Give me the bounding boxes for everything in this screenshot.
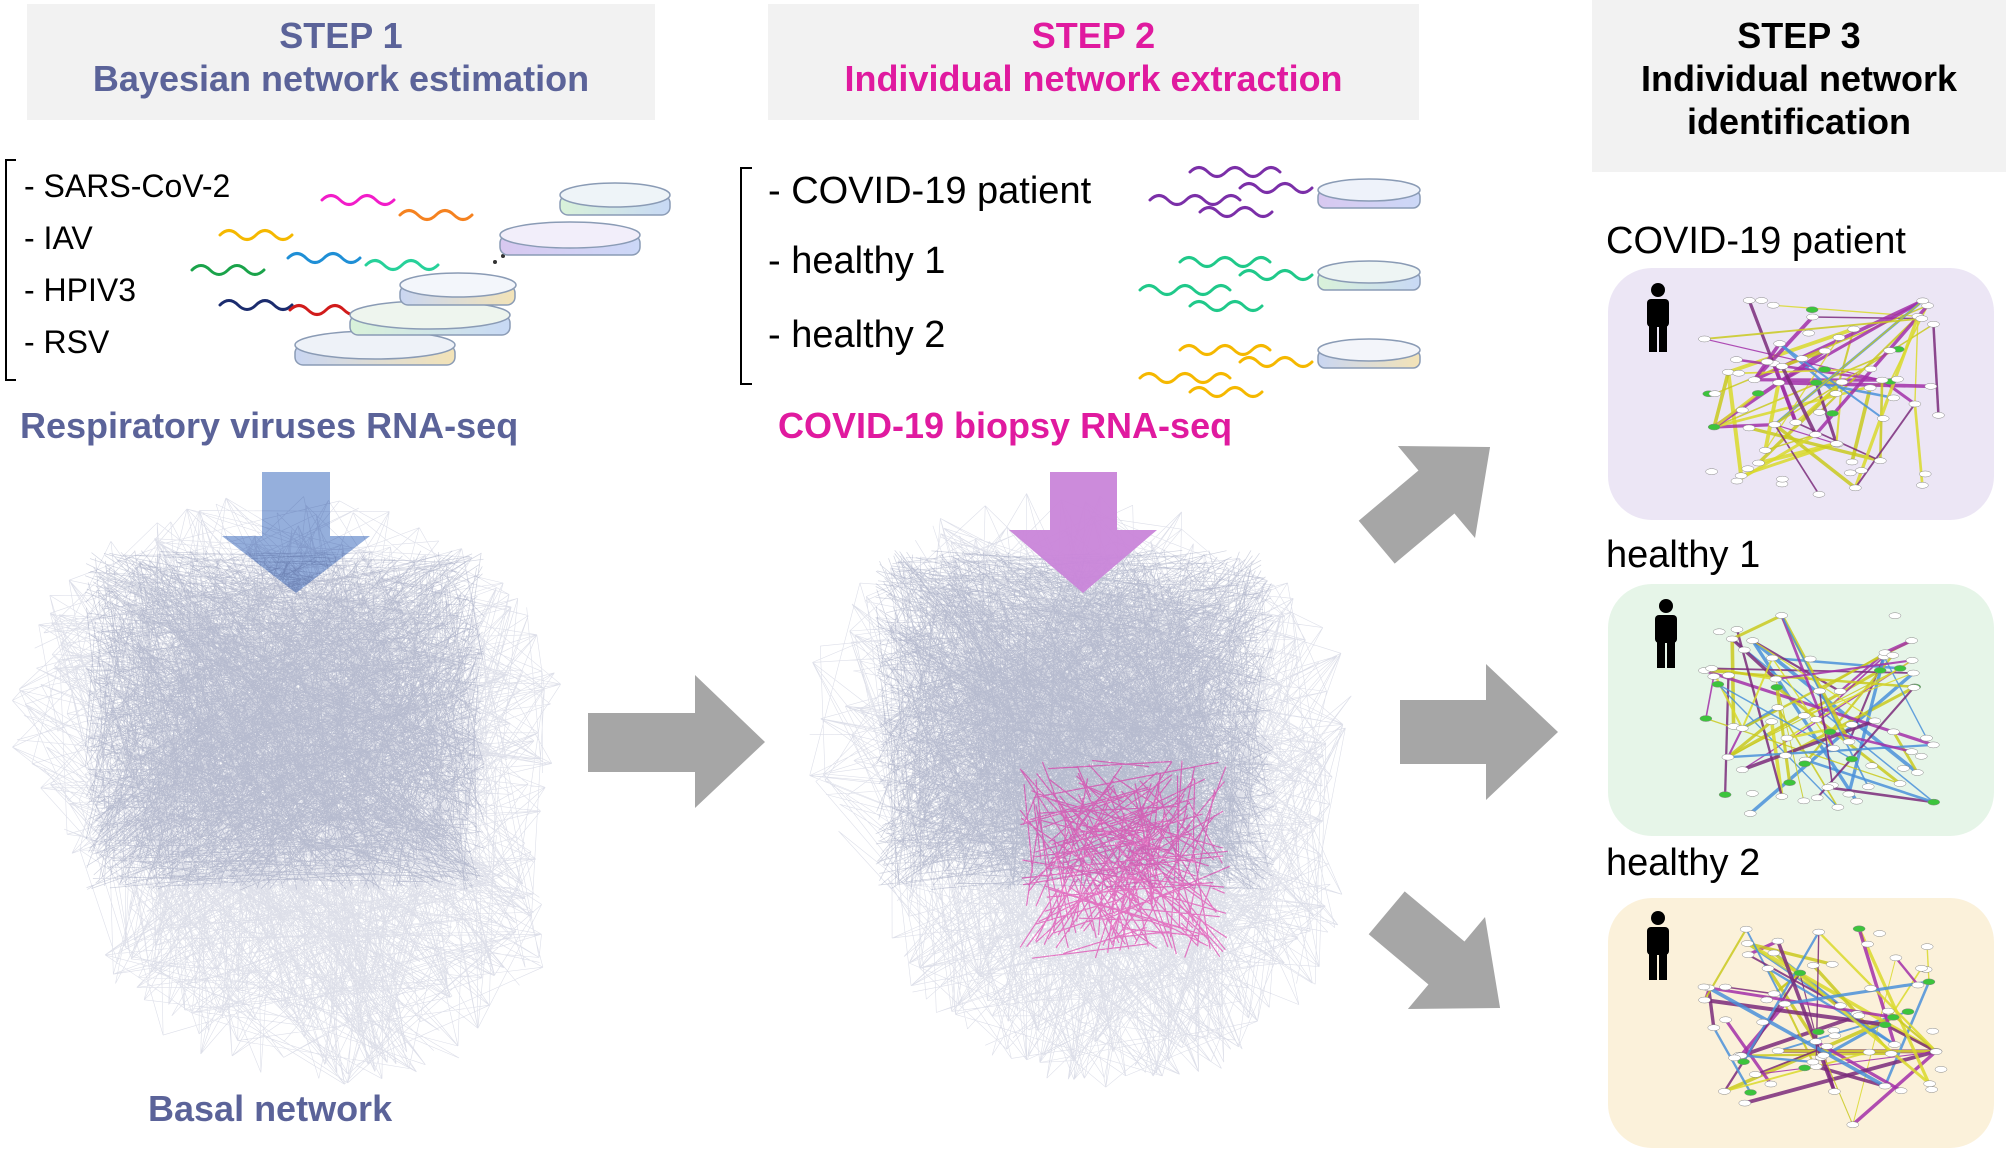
arrow-icon [1009, 472, 1157, 593]
arrow-icon [222, 472, 370, 593]
step3-title: STEP 3 [1737, 15, 1861, 56]
step3-subtitle: Individual network [1640, 58, 1958, 100]
virus-item: - HPIV3 [24, 272, 137, 308]
sample-item: - COVID-19 patient [768, 170, 1092, 212]
rna-strand-icon [190, 194, 513, 316]
virus-item: - IAV [24, 220, 93, 256]
individual-network [1698, 612, 1940, 817]
step1-data-label: Respiratory viruses RNA-seq [20, 405, 519, 446]
individual-network [1697, 925, 1948, 1128]
virus-item: - SARS-CoV-2 [24, 168, 231, 204]
step1-header: STEP 1 Bayesian network estimation [27, 4, 655, 120]
step2-bracket [740, 167, 752, 385]
arrow-icon [1358, 446, 1558, 1009]
person-icon [1647, 283, 1669, 352]
individual-network [1698, 297, 1945, 498]
step3-subtitle-line2: identification [1687, 101, 1911, 143]
step2-header: STEP 2 Individual network extraction [768, 4, 1419, 120]
step2-title: STEP 2 [1031, 15, 1156, 56]
panel-healthy-2 [1608, 898, 1994, 1148]
panel-covid-patient [1608, 268, 1994, 520]
sample-item: - healthy 1 [768, 240, 946, 282]
panel-label-healthy2: healthy 2 [1606, 842, 1761, 884]
extracted-network [809, 493, 1352, 1088]
rna-strand-icon [1138, 166, 1314, 398]
step1-subtitle: Bayesian network estimation [92, 58, 590, 100]
step1-bracket [5, 159, 16, 381]
virus-list: - SARS-CoV-2 - IAV - HPIV3 - RSV [24, 160, 230, 368]
basal-network [12, 496, 561, 1085]
step2-subtitle: Individual network extraction [844, 58, 1343, 100]
arrow-icon [588, 675, 765, 808]
panel-label-healthy1: healthy 1 [1606, 534, 1761, 576]
step2-data-label: COVID-19 biopsy RNA-seq [778, 405, 1233, 446]
step3-header: STEP 3 Individual network identification [1592, 0, 2006, 172]
panel-label-covid: COVID-19 patient [1606, 220, 1906, 262]
petri-dish-icon [1317, 178, 1421, 369]
petri-dish-icon [294, 182, 671, 366]
sample-item: - healthy 2 [768, 314, 946, 356]
step1-title: STEP 1 [279, 15, 403, 56]
person-icon [1647, 911, 1669, 980]
person-icon [1655, 599, 1677, 668]
virus-item: - RSV [24, 324, 110, 360]
basal-network-label: Basal network [148, 1088, 393, 1129]
